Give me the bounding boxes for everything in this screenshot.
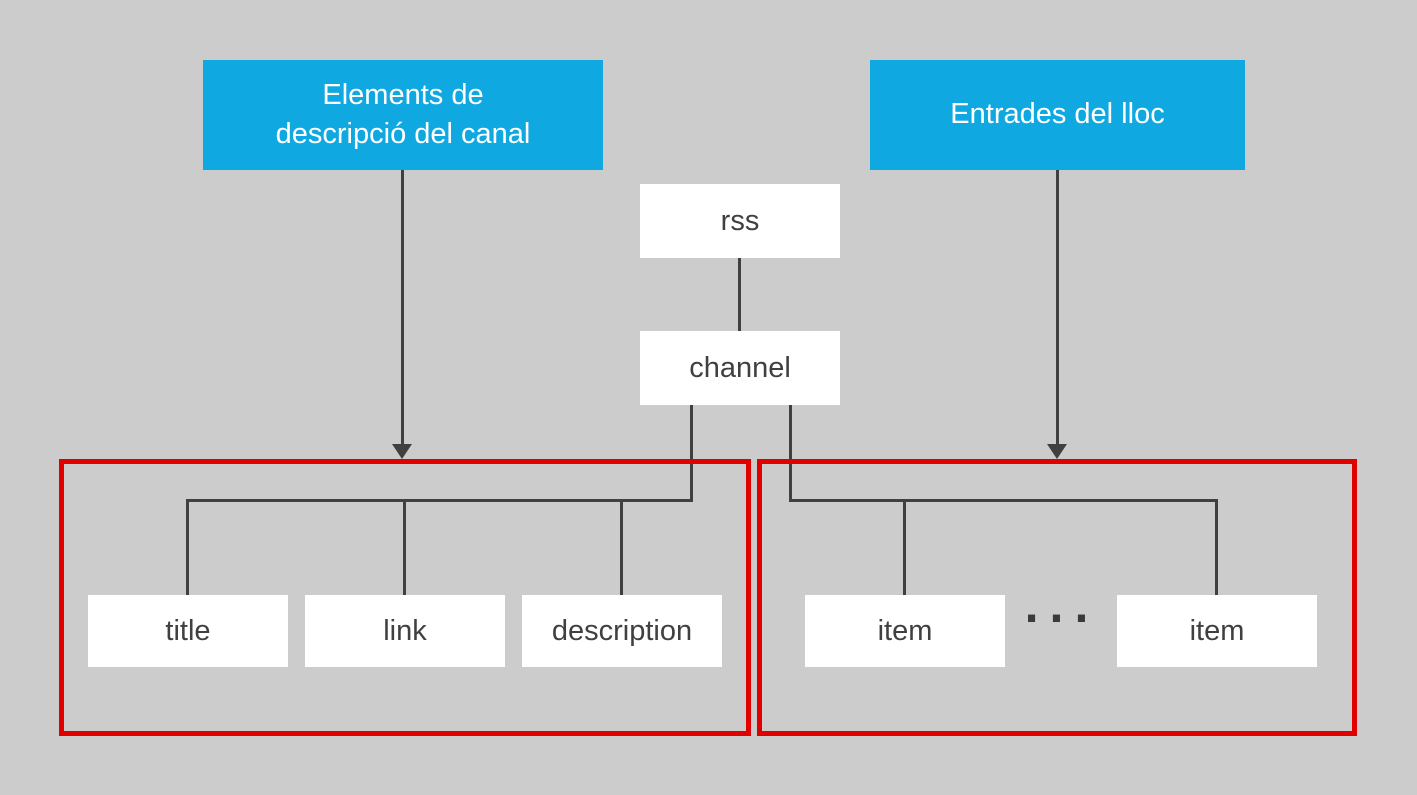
group-channel-elements xyxy=(59,459,751,736)
arrow-line-site-entries xyxy=(1056,170,1059,446)
node-channel: channel xyxy=(640,331,840,405)
node-description-label: description xyxy=(551,614,693,647)
node-link-label: link xyxy=(383,614,427,647)
node-item-first: item xyxy=(805,595,1005,667)
node-title: title xyxy=(88,595,288,667)
edge-drop-description xyxy=(620,499,623,595)
node-title-label: title xyxy=(165,614,211,647)
edge-drop-title xyxy=(186,499,189,595)
node-rss: rss xyxy=(640,184,840,258)
edge-channel-left-stem xyxy=(690,405,693,502)
arrow-head-site-entries xyxy=(1047,444,1067,459)
edge-drop-item-first xyxy=(903,499,906,595)
node-link: link xyxy=(305,595,505,667)
node-channel-description-header-label: Elements de descripció del canal xyxy=(275,78,531,150)
node-channel-description-header: Elements de descripció del canal xyxy=(203,60,603,170)
arrow-head-channel-description xyxy=(392,444,412,459)
arrow-line-channel-description xyxy=(401,170,404,446)
edge-channel-right-stem xyxy=(789,405,792,502)
node-item-first-label: item xyxy=(877,614,933,647)
node-item-last: item xyxy=(1117,595,1317,667)
edge-drop-link xyxy=(403,499,406,595)
ellipsis: ... xyxy=(1024,577,1100,633)
node-rss-label: rss xyxy=(720,204,760,237)
node-channel-label: channel xyxy=(689,351,791,384)
group-site-entries xyxy=(757,459,1357,736)
node-site-entries-header: Entrades del lloc xyxy=(870,60,1245,170)
edge-drop-item-last xyxy=(1215,499,1218,595)
node-site-entries-header-label: Entrades del lloc xyxy=(950,98,1165,131)
edge-left-bus xyxy=(186,499,693,502)
edge-rss-channel xyxy=(738,258,741,331)
node-item-last-label: item xyxy=(1189,614,1245,647)
node-description: description xyxy=(522,595,722,667)
edge-right-bus xyxy=(789,499,1218,502)
